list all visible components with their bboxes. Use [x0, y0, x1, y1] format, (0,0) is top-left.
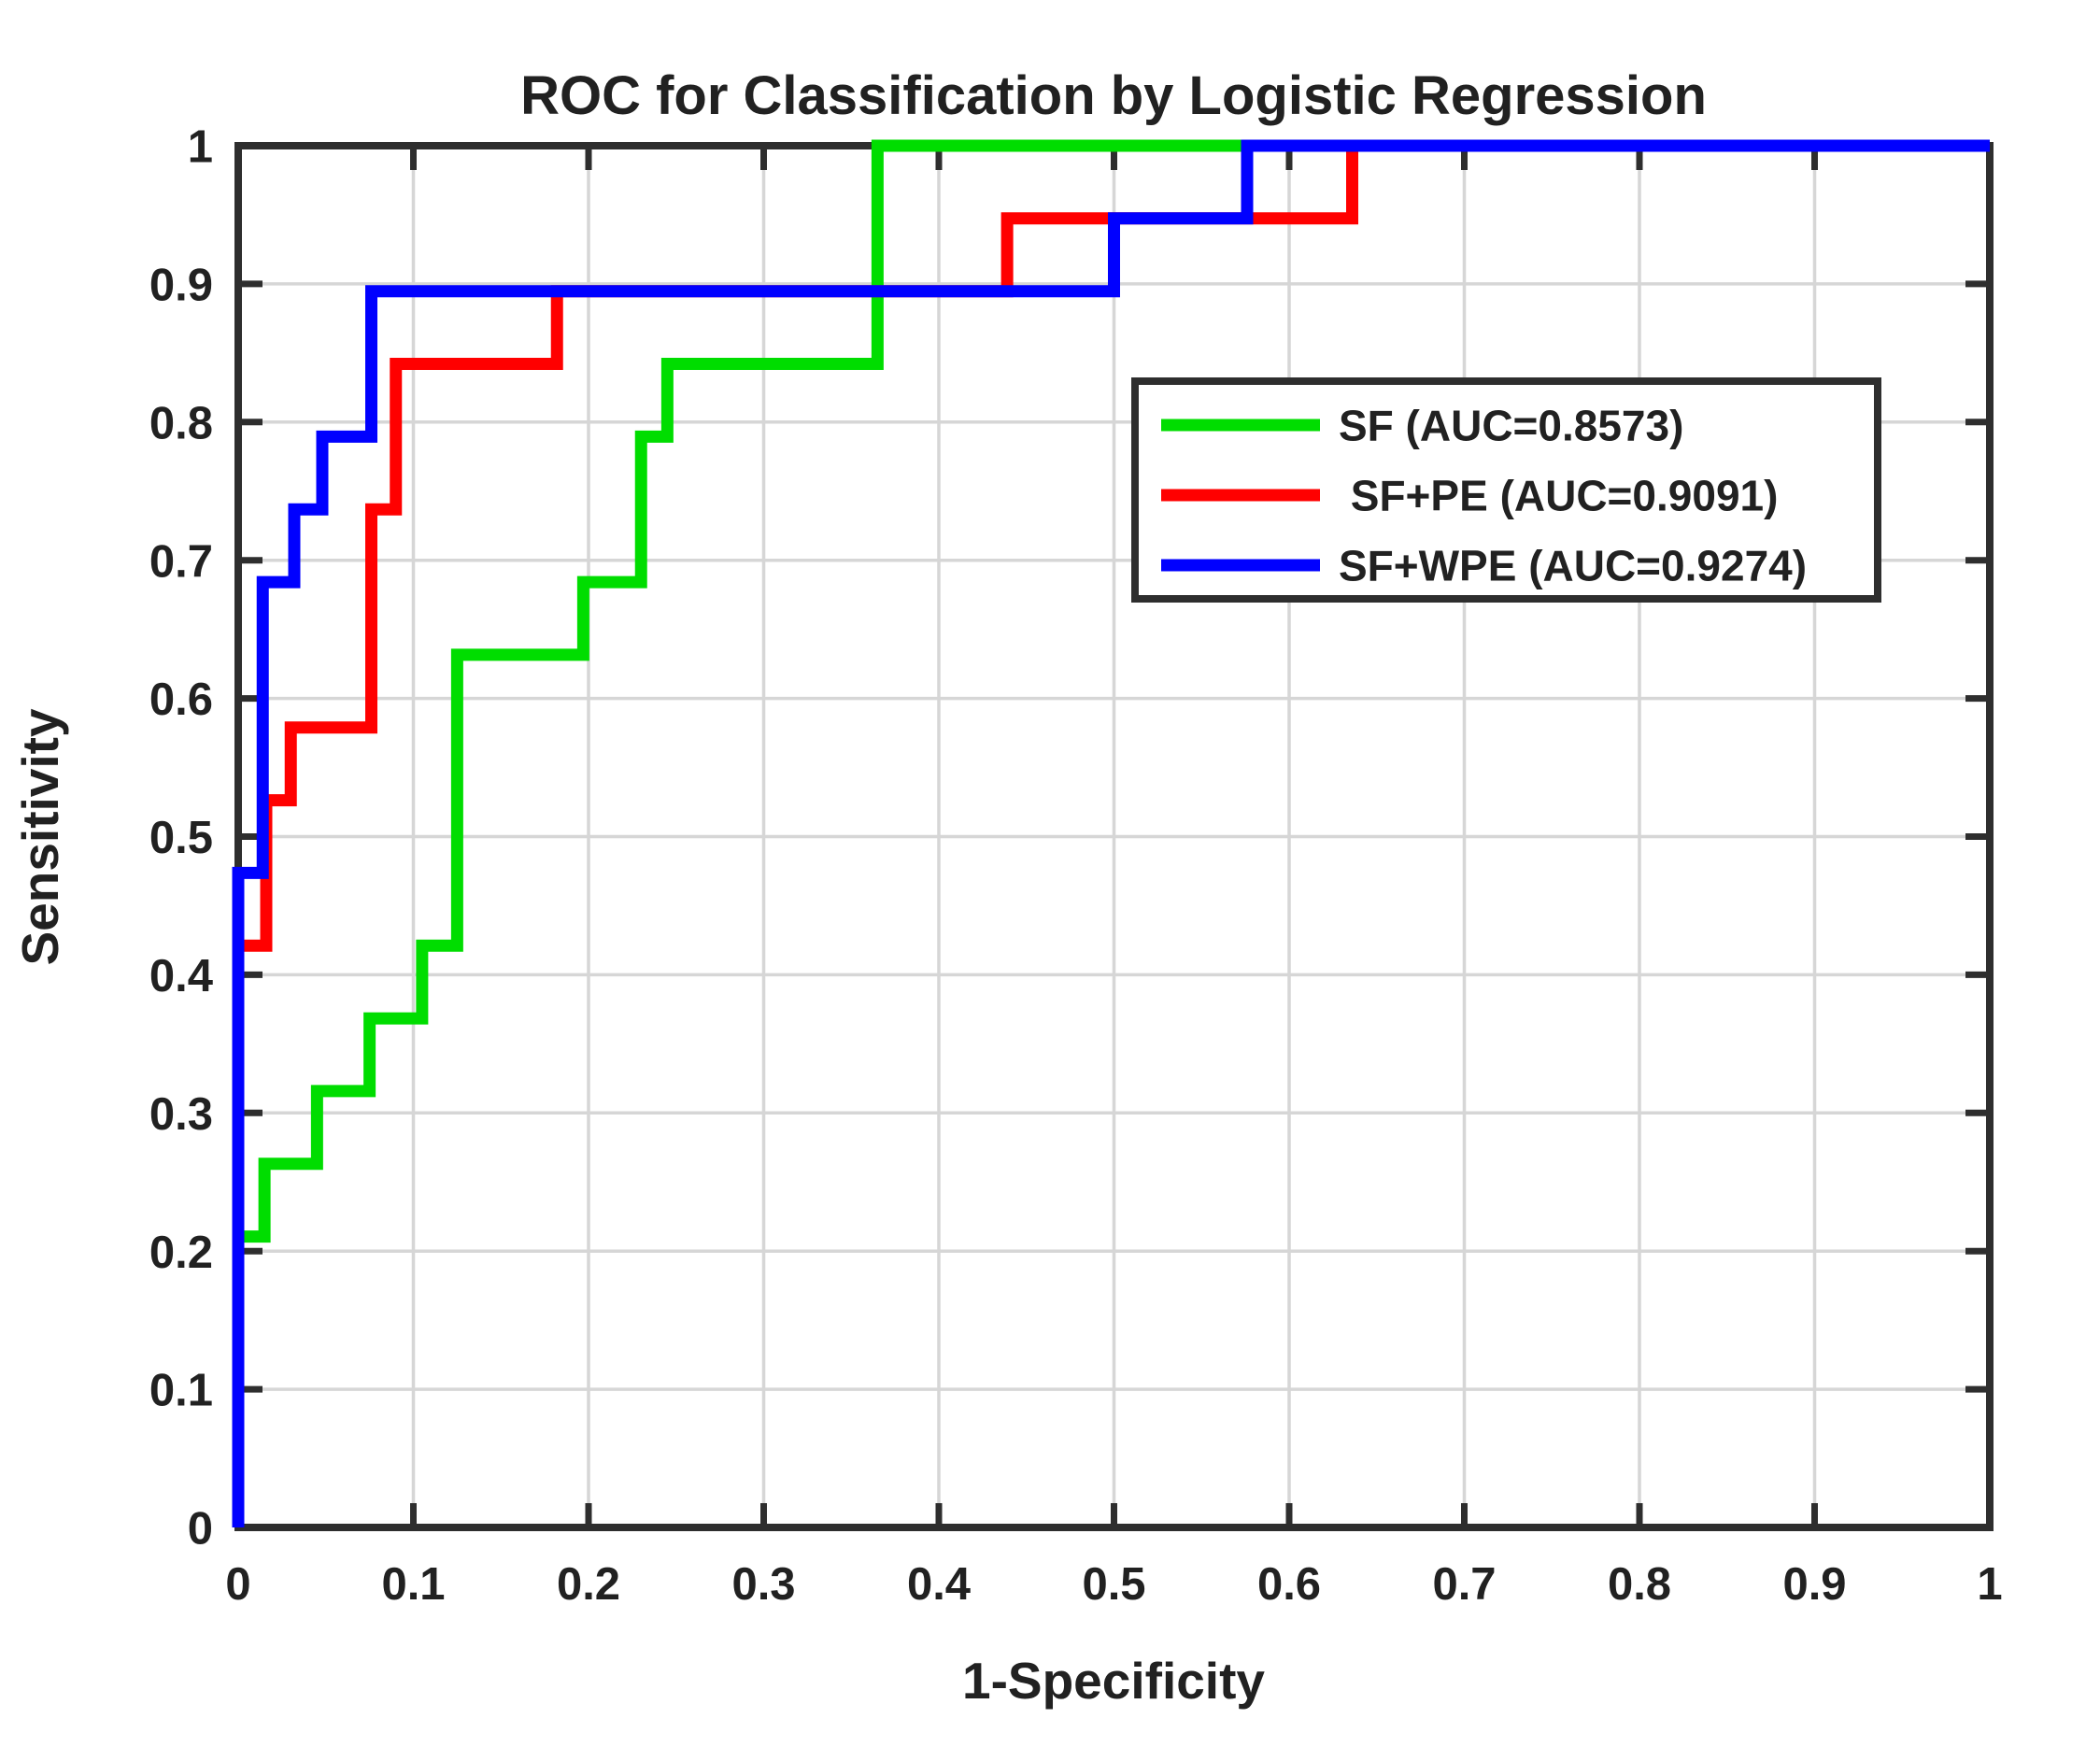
x-tick-label: 0.3 — [731, 1559, 795, 1610]
roc-curve-sf — [232, 139, 1990, 1527]
x-tick-label: 0.4 — [907, 1559, 971, 1610]
legend: SF (AUC=0.8573) SF+PE (AUC=0.9091) SF+WPE… — [1131, 377, 1881, 603]
y-tick-label: 0.3 — [149, 1089, 213, 1140]
legend-label-sf-pe: SF+PE (AUC=0.9091) — [1339, 472, 1778, 520]
roc-curve-sf-wpe — [232, 139, 1990, 1527]
y-tick-label: 0.1 — [149, 1366, 213, 1416]
y-tick-label: 0.8 — [149, 398, 213, 448]
x-tick-label: 0.1 — [381, 1559, 445, 1610]
x-tick-label: 0.5 — [1082, 1559, 1145, 1610]
y-tick-label: 1 — [188, 122, 213, 173]
y-axis-label: Sensitivity — [11, 708, 69, 966]
y-tick-label: 0 — [188, 1504, 213, 1555]
legend-label-sf: SF (AUC=0.8573) — [1339, 402, 1683, 450]
y-tick-label: 0.2 — [149, 1228, 213, 1278]
chart-title: ROC for Classification by Logistic Regre… — [520, 65, 1707, 126]
x-tick-label: 0.9 — [1782, 1559, 1846, 1610]
series-layer — [232, 139, 1990, 1527]
x-tick-label: 0 — [225, 1559, 250, 1610]
x-tick-label: 0.2 — [557, 1559, 620, 1610]
x-tick-label: 0.8 — [1608, 1559, 1671, 1610]
x-tick-label: 0.6 — [1257, 1559, 1321, 1610]
x-tick-label: 1 — [1977, 1559, 2002, 1610]
x-tick-label: 0.7 — [1432, 1559, 1496, 1610]
legend-label-sf-wpe: SF+WPE (AUC=0.9274) — [1339, 542, 1807, 590]
x-axis-label: 1-Specificity — [962, 1652, 1265, 1710]
y-tick-label: 0.7 — [149, 536, 213, 587]
y-tick-label: 0.9 — [149, 261, 213, 311]
y-tick-label: 0.5 — [149, 813, 213, 863]
tick-label-layer: 0 0.1 0.2 0.3 0.4 0.5 0.6 0.7 0.8 0.9 1 0 0.1 0.2 0.3 0… — [149, 122, 2003, 1610]
y-tick-label: 0.4 — [149, 951, 213, 1001]
y-tick-label: 0.6 — [149, 675, 213, 725]
